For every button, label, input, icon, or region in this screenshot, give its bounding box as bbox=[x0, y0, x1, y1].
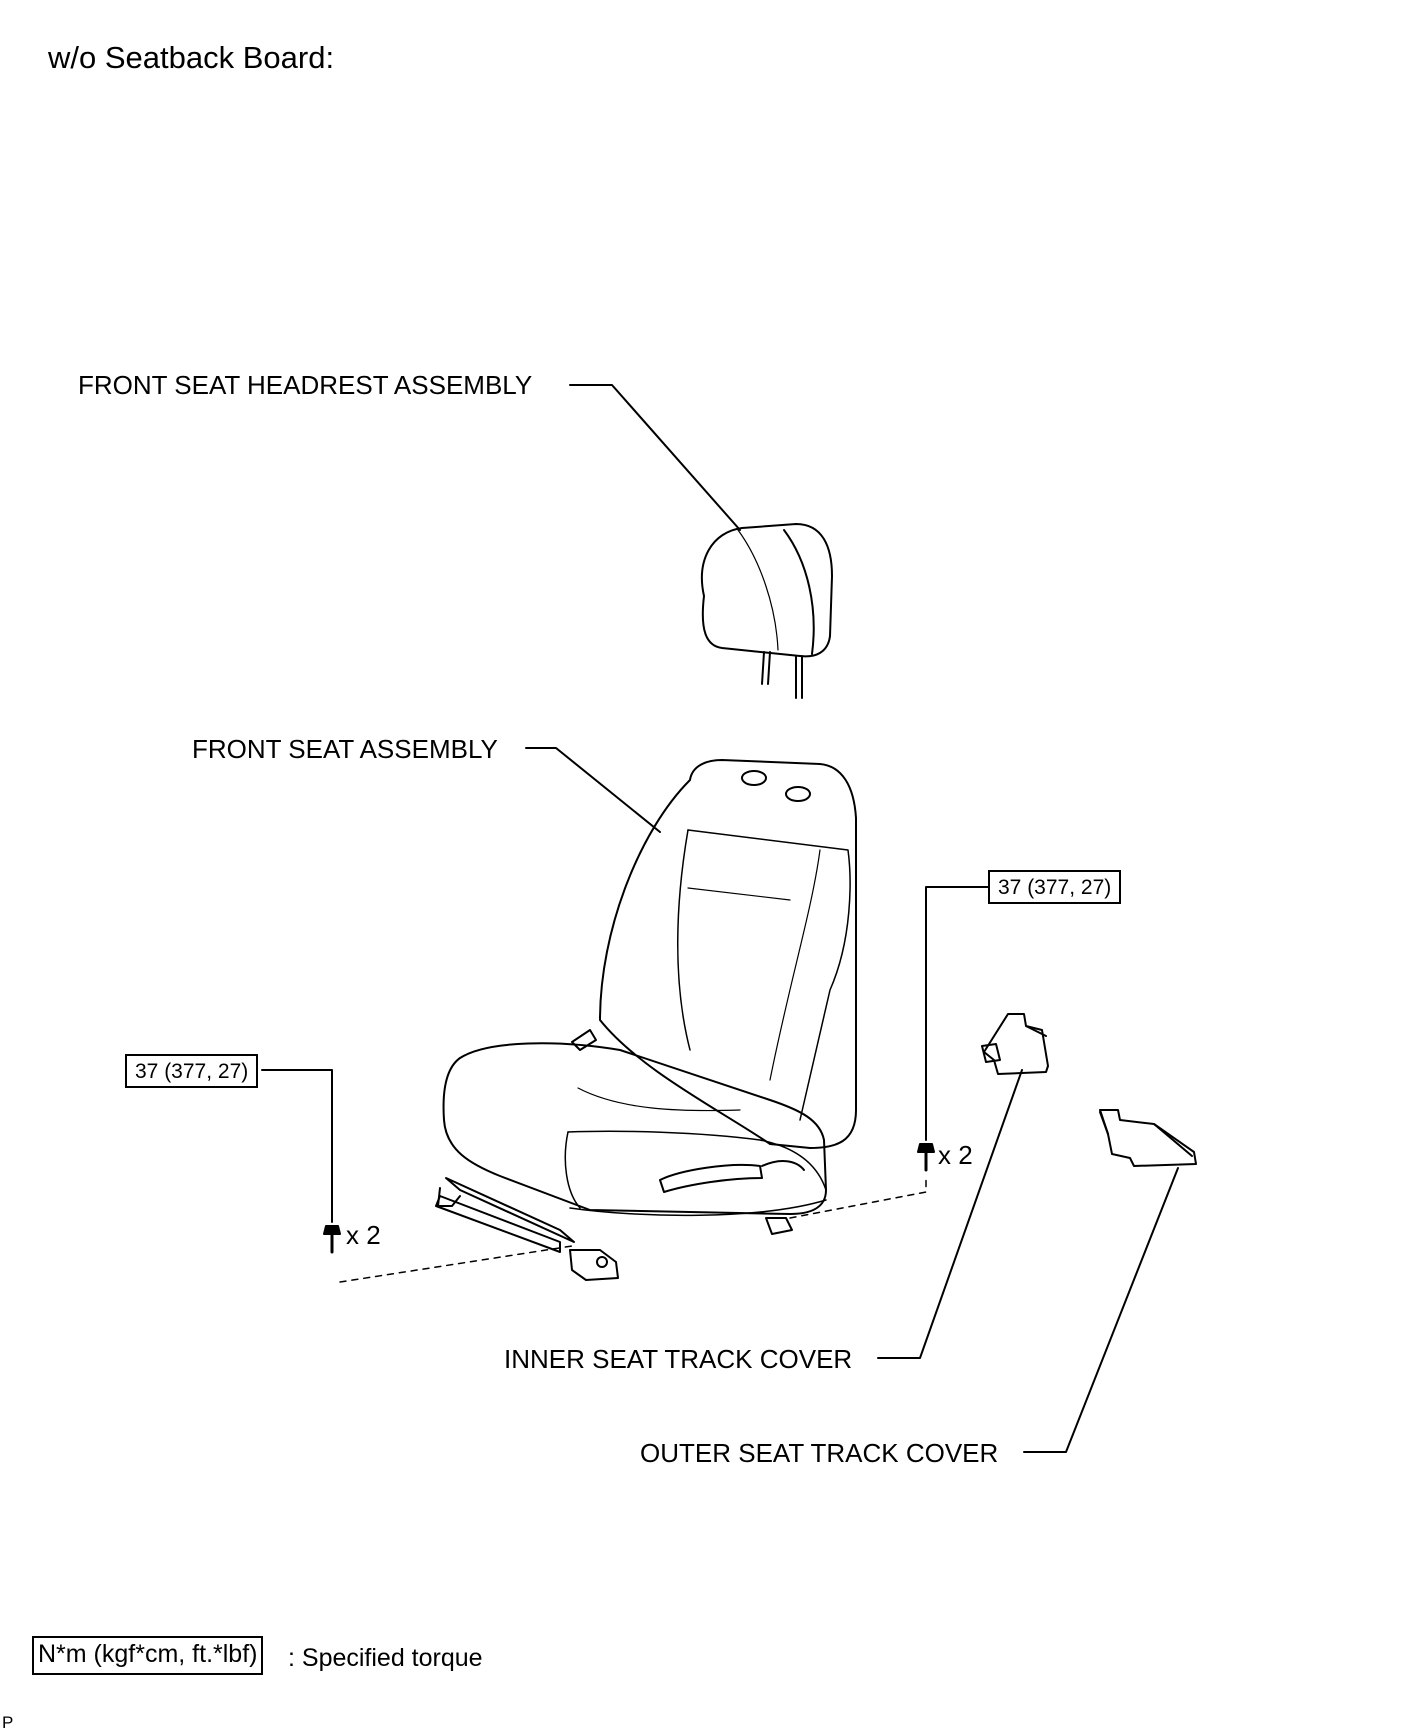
corner-mark: P bbox=[2, 1713, 14, 1732]
torque-spec-right: 37 (377, 27) bbox=[988, 870, 1122, 904]
bolt-left-icon bbox=[323, 1225, 341, 1254]
callout-front-seat-assembly: FRONT SEAT ASSEMBLY bbox=[192, 734, 498, 764]
seat-leader bbox=[525, 747, 661, 833]
legend-description: : Specified torque bbox=[288, 1644, 483, 1672]
seat-cushion-shape bbox=[442, 1042, 827, 1217]
seatback-shape bbox=[599, 759, 857, 1149]
headrest-shape bbox=[701, 523, 833, 699]
bolt-alignment-right bbox=[789, 1175, 927, 1219]
inner-cover-shape bbox=[981, 1013, 1049, 1075]
torque-left-leader bbox=[261, 1069, 333, 1223]
torque-right-leader bbox=[925, 886, 991, 1141]
diagram-title: w/o Seatback Board: bbox=[48, 40, 335, 75]
seat-tracks-shape bbox=[435, 1029, 793, 1281]
callout-inner-seat-track-cover: INNER SEAT TRACK COVER bbox=[504, 1344, 853, 1374]
bolt-right-icon bbox=[917, 1143, 935, 1172]
outer-cover-shape bbox=[1099, 1109, 1197, 1167]
bolt-quantity-left: x 2 bbox=[346, 1220, 381, 1250]
bolt-alignment-left bbox=[339, 1245, 573, 1283]
callout-outer-seat-track-cover: OUTER SEAT TRACK COVER bbox=[640, 1438, 999, 1468]
bolt-quantity-right: x 2 bbox=[938, 1140, 973, 1170]
outer-cover-leader bbox=[1023, 1167, 1179, 1453]
headrest-leader bbox=[569, 384, 741, 531]
legend-torque-unit-box: N*m (kgf*cm, ft.*lbf) bbox=[32, 1636, 264, 1675]
torque-spec-left: 37 (377, 27) bbox=[125, 1054, 259, 1088]
callout-headrest-assembly: FRONT SEAT HEADREST ASSEMBLY bbox=[78, 370, 533, 400]
inner-cover-leader bbox=[877, 1069, 1023, 1359]
